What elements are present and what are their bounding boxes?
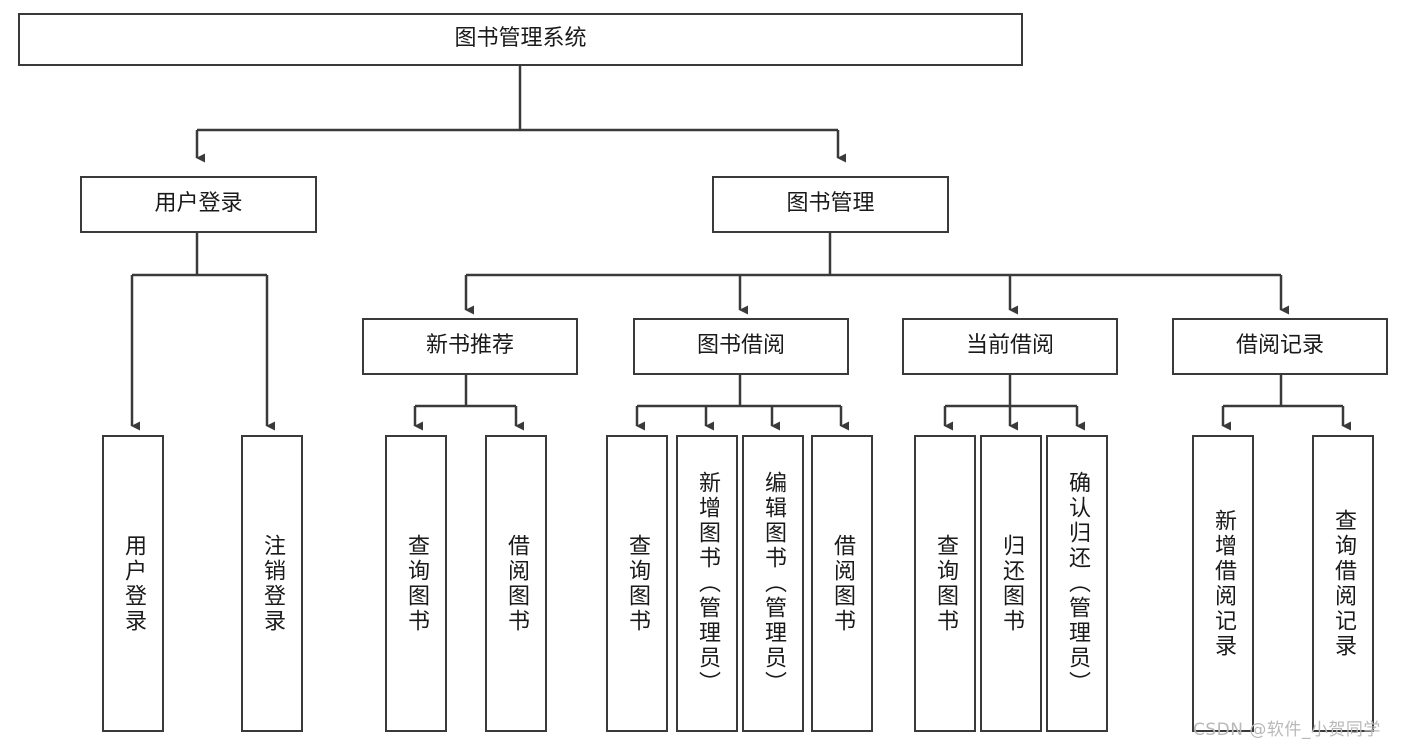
leaf-edit-book-label: 编辑图书（管理员） [761,471,786,696]
leaf-return-book[interactable]: 归还图书 [980,435,1042,732]
csdn-watermark: CSDN @软件_小贺同学 [1193,720,1381,740]
node-current-borrow[interactable]: 当前借阅 [902,318,1118,375]
leaf-add-book-label: 新增图书（管理员） [695,471,720,696]
leaf-confirm-return-label: 确认归还（管理员） [1065,471,1090,696]
leaf-query-book-1[interactable]: 查询图书 [385,435,447,732]
node-root-label: 图书管理系统 [454,26,587,52]
leaf-query-book-3[interactable]: 查询图书 [914,435,976,732]
node-new-book-recommend-label: 新书推荐 [425,333,514,359]
node-borrow-record-label: 借阅记录 [1235,333,1324,359]
leaf-query-book-2-label: 查询图书 [625,533,650,634]
leaf-query-book-3-label: 查询图书 [933,533,958,634]
node-user-login[interactable]: 用户登录 [80,176,317,233]
leaf-add-book[interactable]: 新增图书（管理员） [676,435,738,732]
leaf-borrow-book-1[interactable]: 借阅图书 [485,435,547,732]
node-book-borrow-label: 图书借阅 [696,333,785,359]
leaf-confirm-return[interactable]: 确认归还（管理员） [1046,435,1108,732]
leaf-edit-book[interactable]: 编辑图书（管理员） [742,435,804,732]
node-current-borrow-label: 当前借阅 [965,333,1054,359]
leaf-query-borrow-record-label: 查询借阅记录 [1331,508,1356,659]
leaf-add-borrow-record[interactable]: 新增借阅记录 [1192,435,1254,732]
leaf-return-book-label: 归还图书 [999,533,1024,634]
leaf-logout-label: 注销登录 [260,533,285,634]
leaf-borrow-book-2-label: 借阅图书 [830,533,855,634]
node-user-login-label: 用户登录 [154,191,243,217]
leaf-query-book-2[interactable]: 查询图书 [606,435,668,732]
node-new-book-recommend[interactable]: 新书推荐 [362,318,578,375]
node-borrow-record[interactable]: 借阅记录 [1172,318,1388,375]
leaf-user-login-label: 用户登录 [121,533,146,634]
leaf-borrow-book-1-label: 借阅图书 [504,533,529,634]
leaf-borrow-book-2[interactable]: 借阅图书 [811,435,873,732]
node-book-borrow[interactable]: 图书借阅 [633,318,849,375]
leaf-query-book-1-label: 查询图书 [404,533,429,634]
leaf-logout[interactable]: 注销登录 [241,435,303,732]
leaf-query-borrow-record[interactable]: 查询借阅记录 [1312,435,1374,732]
node-book-management-label: 图书管理 [786,191,875,217]
leaf-user-login[interactable]: 用户登录 [102,435,164,732]
node-book-management[interactable]: 图书管理 [712,176,949,233]
leaf-add-borrow-record-label: 新增借阅记录 [1211,508,1236,659]
node-root[interactable]: 图书管理系统 [18,13,1023,66]
